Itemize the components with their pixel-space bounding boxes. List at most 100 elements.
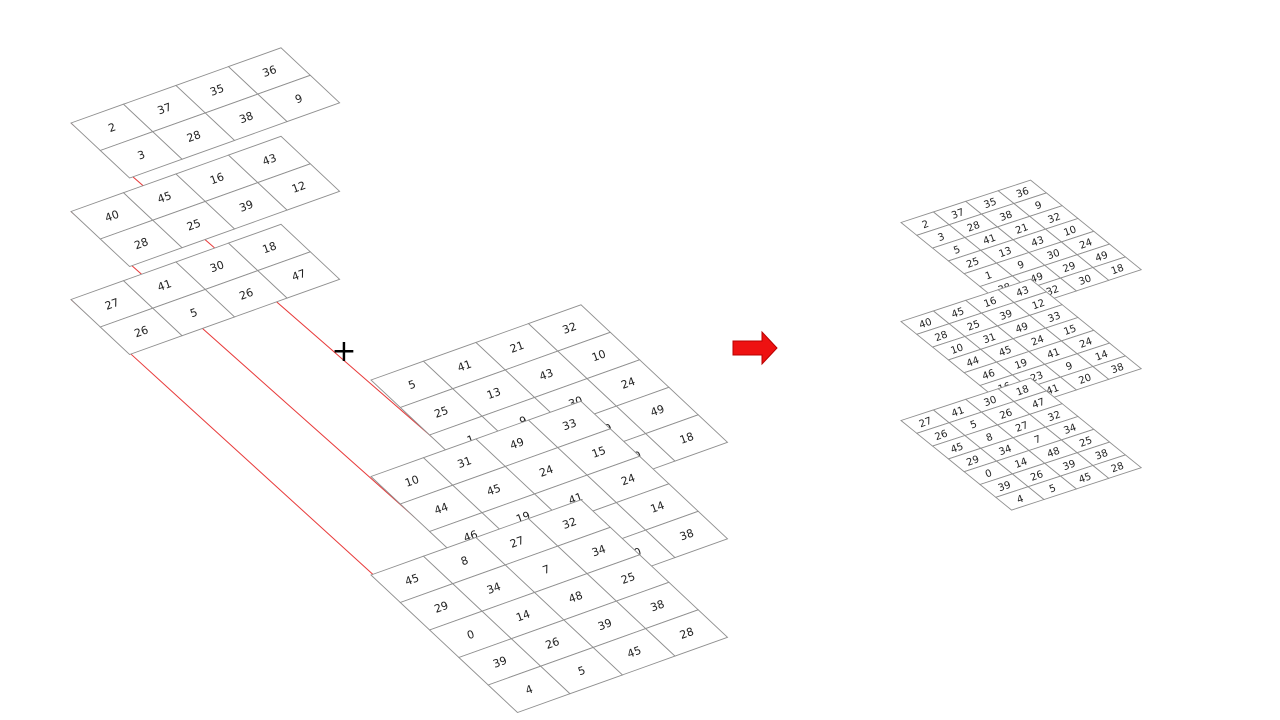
cell-value: 25 xyxy=(433,404,451,421)
cell-value: 41 xyxy=(156,277,174,294)
cell-value: 1 xyxy=(465,433,476,448)
cell-value: 30 xyxy=(1077,273,1093,288)
cell-value: 41 xyxy=(950,405,966,420)
cell-value: 0 xyxy=(465,628,476,643)
cell-value: 14 xyxy=(1013,456,1029,471)
cell-value: 45 xyxy=(403,571,421,588)
cell-value: 45 xyxy=(949,441,965,456)
cell-value: 34 xyxy=(485,580,503,597)
cell-value: 33 xyxy=(561,416,579,433)
cell-value: 45 xyxy=(1077,471,1093,486)
cell-value: 48 xyxy=(567,589,585,606)
cell-value: 36 xyxy=(1015,186,1031,201)
cell-value: 26 xyxy=(238,286,256,303)
cell-value: 8 xyxy=(985,432,995,445)
cell-value: 29 xyxy=(965,454,981,469)
cell-value: 35 xyxy=(983,196,999,211)
cell-value: 9 xyxy=(1034,200,1044,213)
cell-value: 34 xyxy=(1062,422,1078,437)
cell-value: 2 xyxy=(107,120,118,135)
cell-value: 25 xyxy=(619,570,637,587)
cell-value: 33 xyxy=(1047,310,1063,325)
cell-value: 12 xyxy=(1031,298,1047,313)
cell-value: 27 xyxy=(918,416,934,431)
cell-value: 20 xyxy=(1077,372,1093,387)
cell-value: 25 xyxy=(185,217,203,234)
cell-value: 8 xyxy=(459,554,470,569)
cell-value: 28 xyxy=(133,235,151,252)
cell-value: 25 xyxy=(1078,435,1094,450)
plus-operator: + xyxy=(331,334,356,369)
cell-value: 9 xyxy=(1016,259,1026,272)
cell-value: 5 xyxy=(1048,483,1058,496)
cell-value: 49 xyxy=(649,402,667,419)
cell-value: 49 xyxy=(1094,250,1110,265)
cell-value: 4 xyxy=(1016,494,1026,507)
cell-value: 41 xyxy=(456,358,474,375)
cell-value: 26 xyxy=(998,407,1014,422)
cell-value: 40 xyxy=(103,208,121,225)
cell-value: 39 xyxy=(238,198,256,215)
cell-value: 5 xyxy=(407,378,418,393)
cell-value: 7 xyxy=(541,562,552,577)
cell-value: 44 xyxy=(965,355,981,370)
cell-value: 38 xyxy=(1094,448,1110,463)
cell-value: 0 xyxy=(984,468,994,481)
cell-value: 25 xyxy=(965,256,981,271)
cell-value: 10 xyxy=(590,347,608,364)
cell-value: 27 xyxy=(103,296,121,313)
cell-value: 32 xyxy=(561,515,579,532)
cell-value: 37 xyxy=(156,100,174,117)
cell-value: 43 xyxy=(261,151,279,168)
cell-value: 14 xyxy=(1094,349,1110,364)
cell-value: 34 xyxy=(590,542,608,559)
left-tensor: 2373536328389404516432825391227413018265… xyxy=(70,47,341,356)
cell-value: 34 xyxy=(998,443,1014,458)
grid-cell xyxy=(1092,355,1143,380)
cell-value: 45 xyxy=(625,644,643,661)
cell-value: 47 xyxy=(290,267,308,284)
cell-value: 39 xyxy=(491,654,509,671)
cell-value: 48 xyxy=(1046,446,1062,461)
cell-value: 24 xyxy=(619,471,637,488)
cell-value: 13 xyxy=(998,245,1014,260)
grid-cell xyxy=(644,510,729,559)
cell-value: 3 xyxy=(136,148,147,163)
cell-value: 15 xyxy=(590,444,608,461)
cell-value: 36 xyxy=(261,63,279,80)
cell-value: 25 xyxy=(966,319,982,334)
cell-value: 32 xyxy=(1047,211,1063,226)
cell-value: 28 xyxy=(934,329,950,344)
cell-value: 40 xyxy=(918,317,934,332)
cell-value: 32 xyxy=(561,320,579,337)
cell-value: 39 xyxy=(997,480,1013,495)
cell-value: 5 xyxy=(188,306,199,321)
cell-value: 9 xyxy=(293,92,304,107)
cell-value: 26 xyxy=(133,323,151,340)
cell-value: 18 xyxy=(678,430,696,447)
cell-value: 10 xyxy=(1062,224,1078,239)
cell-value: 46 xyxy=(981,368,997,383)
cell-value: 28 xyxy=(966,220,982,235)
cell-value: 49 xyxy=(508,435,526,452)
cell-value: 29 xyxy=(433,599,451,616)
cell-value: 5 xyxy=(969,419,979,432)
cell-value: 5 xyxy=(952,244,962,257)
cell-value: 26 xyxy=(934,428,950,443)
cell-value: 21 xyxy=(1014,222,1030,237)
cell-value: 30 xyxy=(208,258,226,275)
cell-value: 37 xyxy=(950,207,966,222)
cell-value: 38 xyxy=(998,209,1014,224)
cell-value: 45 xyxy=(485,482,503,499)
cell-value: 43 xyxy=(1015,285,1031,300)
cell-value: 14 xyxy=(649,499,667,516)
grid-cell xyxy=(256,74,341,123)
grid-cell xyxy=(256,251,341,299)
cell-value: 16 xyxy=(983,295,999,310)
cell-value: 38 xyxy=(649,597,667,614)
cell-value: 31 xyxy=(982,332,998,347)
